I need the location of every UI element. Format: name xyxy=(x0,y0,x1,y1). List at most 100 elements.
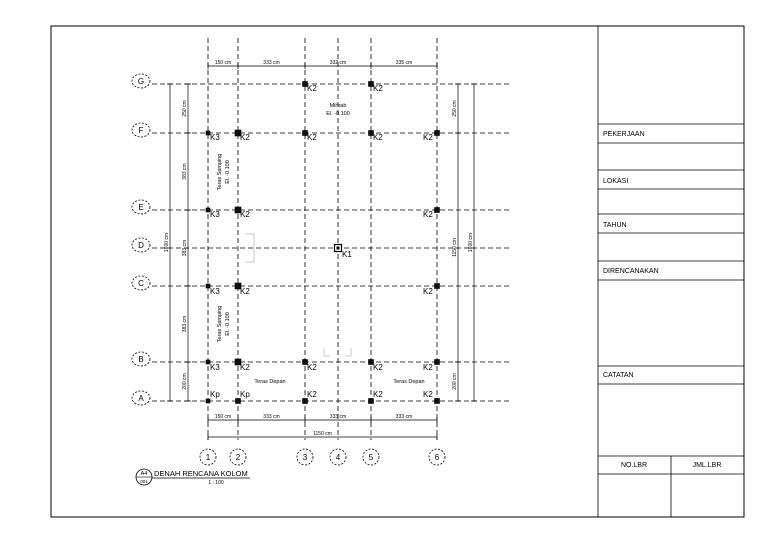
teras-depan-label-left: Teras Depan xyxy=(254,379,285,385)
grid-bubble-col-3 xyxy=(296,448,314,466)
grid-bubble-row-B xyxy=(131,351,151,367)
column-k2-5b-label: K2 xyxy=(373,363,383,372)
grid-label-row-G: G xyxy=(138,77,144,86)
right-dim-label: 200 cm xyxy=(452,373,458,389)
column-k3-1e-marker xyxy=(205,207,211,213)
mihrab-elevation: El. -0.100 xyxy=(326,111,350,117)
left-dim-label: 200 cm xyxy=(182,373,188,389)
column-k2-6b-label: K2 xyxy=(423,363,433,372)
column-k2-5g-label: K2 xyxy=(373,84,383,93)
drawing-scale: 1 : 100 xyxy=(208,480,224,486)
teras-depan-label-right: Teras Depan xyxy=(393,379,424,385)
bottom-dim-label: 150 cm xyxy=(215,414,231,420)
grid-label-col-2: 2 xyxy=(236,453,241,462)
label-pekerjaan: PEKERJAAN xyxy=(603,131,645,138)
grid-label-row-D: D xyxy=(138,241,144,250)
left-dim-label: 383 cm xyxy=(182,316,188,332)
column-k2-5f-marker xyxy=(368,130,374,136)
column-k3-1e-label: K3 xyxy=(210,210,220,219)
top-dim-label: 150 cm xyxy=(215,60,231,66)
grid-bubble-row-E xyxy=(131,199,151,215)
column-k1-4d-core xyxy=(336,246,340,250)
grid-label-row-B: B xyxy=(138,355,143,364)
column-k2-3f-marker xyxy=(302,130,308,136)
column-k2-3b-label: K2 xyxy=(307,363,317,372)
column-k2-5b-marker xyxy=(368,359,374,365)
left-dim-label: 383 cm xyxy=(182,240,188,256)
column-k2-5f-label: K2 xyxy=(373,133,383,142)
column-k2-3a-label: K2 xyxy=(307,390,317,399)
column-k3-1b-marker xyxy=(205,359,211,365)
column-k3-1f-label: K3 xyxy=(210,133,220,142)
column-kp-1a-label: Kp xyxy=(210,390,220,399)
grid-label-row-E: E xyxy=(138,203,143,212)
grid-bubble-row-A xyxy=(131,390,151,406)
column-k2-3g-label: K2 xyxy=(307,84,317,93)
column-k3-1b-label: K3 xyxy=(210,363,220,372)
column-k2-6a-label: K2 xyxy=(423,390,433,399)
right-dim-label: 250 cm xyxy=(452,100,458,116)
view-marker xyxy=(135,468,250,486)
column-k2-3f-label: K2 xyxy=(307,133,317,142)
label-direncanakan: DIRENCANAKAN xyxy=(603,268,659,275)
column-k2-6a-marker xyxy=(434,398,440,404)
column-k2-3a-marker xyxy=(302,398,308,404)
grid-bubble-row-C xyxy=(131,275,151,291)
column-k2-6f-label: K2 xyxy=(423,133,433,142)
column-k2-2b-label: K2 xyxy=(240,363,250,372)
right-dim-label: 1150 cm xyxy=(452,238,458,257)
column-k2-2f-marker xyxy=(234,129,242,137)
top-dim-label: 332 cm xyxy=(330,60,346,66)
grid-bubble-col-2 xyxy=(229,448,247,466)
column-k2-6c-marker xyxy=(434,283,440,289)
grid-label-row-C: C xyxy=(138,279,144,288)
left-dim-label: 383 cm xyxy=(182,163,188,179)
column-k2-2f-label: K2 xyxy=(240,133,250,142)
room-outline-marks xyxy=(245,233,352,357)
top-dim-label: 333 cm xyxy=(263,60,279,66)
column-k3-1f-marker xyxy=(205,130,211,136)
column-k2-2e-label: K2 xyxy=(240,210,250,219)
column-k2-5a-label: K2 xyxy=(373,390,383,399)
grid-lines xyxy=(152,38,512,440)
column-k2-6b-marker xyxy=(434,359,440,365)
grid-bubble-row-F xyxy=(131,122,151,138)
column-k2-6f-marker xyxy=(434,130,440,136)
grid-label-col-6: 6 xyxy=(435,453,440,462)
bottom-dim-label: 333 cm xyxy=(396,414,412,420)
mihrab-label: Mihrab xyxy=(330,103,347,109)
label-lokasi: LOKASI xyxy=(603,178,628,185)
grid-bubble-col-6 xyxy=(428,448,446,466)
grid-label-row-F: F xyxy=(139,126,144,135)
bottom-total-dim-label: 1150 cm xyxy=(313,431,332,437)
column-k2-5a-marker xyxy=(368,398,374,404)
column-k2-2c-label: K2 xyxy=(240,287,250,296)
column-k3-1c-marker xyxy=(205,283,211,289)
column-k1-4d-label: K1 xyxy=(342,250,352,259)
grid-bubble-row-D xyxy=(131,237,151,253)
grid-bubble-col-4 xyxy=(329,448,347,466)
teras-samping-elevation-lower: El. -0.100 xyxy=(225,312,231,336)
column-k2-3g-marker xyxy=(302,81,308,87)
sheet-border xyxy=(50,25,745,518)
drawing-title: DENAH RENCANA KOLOM xyxy=(154,469,248,478)
column-kp-2a-marker xyxy=(235,398,241,404)
grid-bubble-row-G xyxy=(131,73,151,89)
label-jml-lbr: JML.LBR xyxy=(693,462,722,469)
label-catatan: CATATAN xyxy=(603,372,634,379)
grid-label-col-1: 1 xyxy=(206,453,211,462)
grid-label-col-5: 5 xyxy=(369,453,374,462)
column-k2-6c-label: K2 xyxy=(423,287,433,296)
right-total-dim-label: 1600 cm xyxy=(468,233,474,252)
column-k2-5g-marker xyxy=(368,81,374,87)
left-dim-label: 250 cm xyxy=(182,100,188,116)
grid-bubble-col-5 xyxy=(362,448,380,466)
title-block xyxy=(597,26,744,517)
column-kp-1a-marker xyxy=(205,398,211,404)
grid-label-col-4: 4 xyxy=(336,453,341,462)
teras-samping-label-lower: Teras Samping xyxy=(217,306,223,343)
